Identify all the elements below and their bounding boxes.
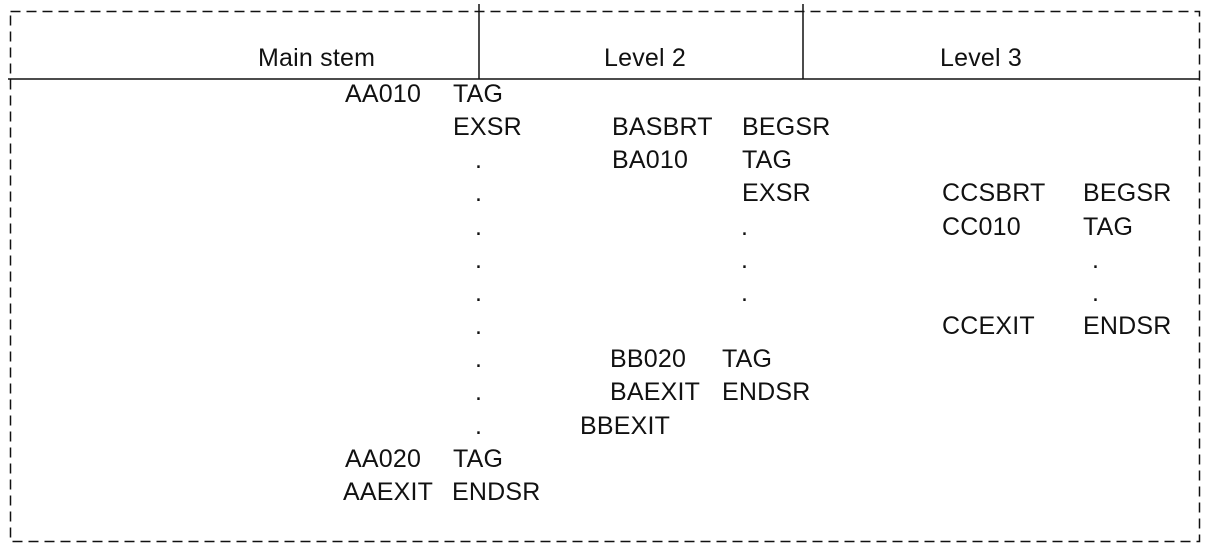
listing-item: EXSR	[742, 179, 811, 207]
listing-item: BBEXIT	[580, 412, 671, 440]
continuation-dot: .	[475, 246, 483, 274]
outer-dashed-border	[9, 10, 1201, 543]
column-header-1: Main stem	[258, 44, 376, 72]
listing-item: CCEXIT	[942, 312, 1035, 340]
continuation-dot: .	[741, 213, 749, 241]
listing-item: TAG	[1083, 213, 1134, 241]
listing-item: BAEXIT	[610, 378, 701, 406]
listing-item: AAEXIT	[343, 478, 434, 506]
continuation-dot: .	[475, 279, 483, 307]
column-header-3: Level 3	[940, 44, 1023, 72]
listing-item: BA010	[612, 146, 689, 174]
listing-item: ENDSR	[452, 478, 541, 506]
listing-item: CC010	[942, 213, 1021, 241]
continuation-dot: .	[475, 146, 483, 174]
continuation-dot: .	[475, 378, 483, 406]
listing-item: BEGSR	[742, 113, 831, 141]
listing-item: ENDSR	[1083, 312, 1172, 340]
listing-item: BB020	[610, 345, 687, 373]
listing-item: AA010	[345, 80, 422, 108]
continuation-dot: .	[475, 312, 483, 340]
listing-item: TAG	[722, 345, 773, 373]
listing-item: CCSBRT	[942, 179, 1046, 207]
listing-item: TAG	[453, 80, 504, 108]
listing-item: BEGSR	[1083, 179, 1172, 207]
listing-item: EXSR	[453, 113, 522, 141]
continuation-dot: .	[1092, 246, 1100, 274]
column-header-2: Level 2	[604, 44, 687, 72]
continuation-dot: .	[475, 179, 483, 207]
listing-item: ENDSR	[722, 378, 811, 406]
continuation-dot: .	[475, 213, 483, 241]
continuation-dot: .	[475, 345, 483, 373]
continuation-dot: .	[741, 246, 749, 274]
continuation-dot: .	[475, 412, 483, 440]
listing-item: BASBRT	[612, 113, 713, 141]
continuation-dot: .	[741, 279, 749, 307]
listing-item: AA020	[345, 445, 422, 473]
listing-item: TAG	[453, 445, 504, 473]
listing-item: TAG	[742, 146, 793, 174]
continuation-dot: .	[1092, 279, 1100, 307]
